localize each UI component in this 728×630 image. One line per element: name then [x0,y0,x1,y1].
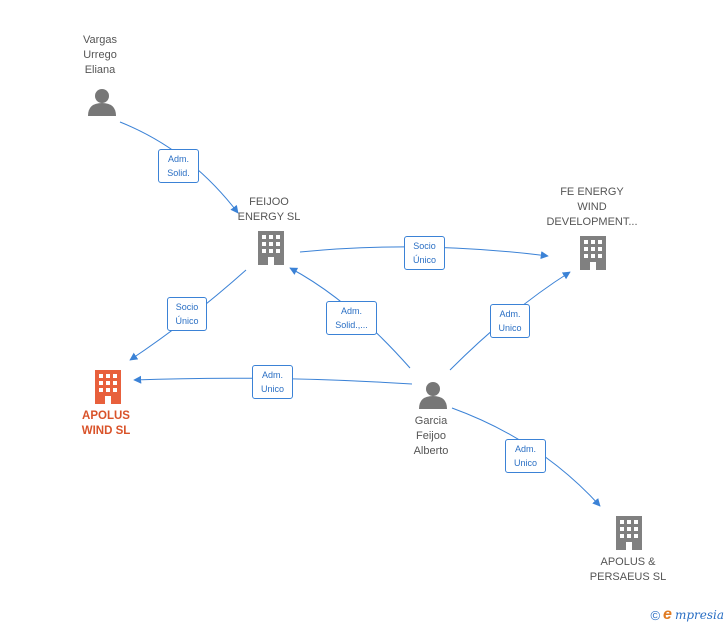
node-garcia[interactable]: Garcia Feijoo Alberto [371,414,491,459]
node-label-line: PERSAEUS SL [589,571,667,583]
node-label-line: WIND SL [81,425,131,437]
node-label-line: FEIJOO [249,196,289,208]
node-label-line: Alberto [413,445,449,457]
edge-label-line: Solid.,... [335,320,368,330]
node-label-line: APOLUS [82,410,130,422]
person-icon [419,382,447,409]
edge-label-line: Adm. [499,309,521,319]
edge-label-garcia-apolus[interactable]: Adm. Unico [252,365,293,399]
node-label-line: FE ENERGY [560,186,624,198]
node-vargas[interactable]: Vargas Urrego Eliana [40,33,160,78]
edge-label-line: Adm. [167,154,189,164]
edge-label-line: Socio [413,241,436,251]
edge-label-line: Adm. [261,370,283,380]
node-label-line: Eliana [84,64,116,76]
edge-label-feijoo-fe[interactable]: Socio Único [404,236,445,270]
edge-label-line: Único [412,255,436,265]
brand-logo-initial: e [663,606,672,623]
edge-label-garcia-feijoo[interactable]: Adm. Solid.,... [326,301,377,335]
building-icon [580,236,606,270]
node-fe-energy[interactable]: FE ENERGY WIND DEVELOPMENT... [532,185,652,230]
edge-label-line: Unico [498,323,522,333]
edge-label-line: Unico [513,458,537,468]
node-label-line: DEVELOPMENT... [546,216,638,228]
edge-label-line: Socio [175,302,199,312]
node-label-line: APOLUS & [600,556,656,568]
node-feijoo-energy[interactable]: FEIJOO ENERGY SL [209,195,329,225]
node-label-line: Vargas [82,34,118,46]
edge-label-vargas-feijoo[interactable]: Adm. Solid. [158,149,199,183]
node-apolus-persaeus[interactable]: APOLUS & PERSAEUS SL [568,555,688,585]
edge-label-line: Solid. [167,168,190,178]
copyright-icon: © [650,607,661,623]
person-icon [88,89,116,116]
edge-label-line: Adm. [514,444,536,454]
node-label-line: WIND [577,201,607,213]
edge-label-garcia-persaeus[interactable]: Adm. Unico [505,439,546,473]
edge-label-line: Unico [260,384,284,394]
node-label-line: Garcia [414,415,448,427]
node-label-line: ENERGY SL [237,211,301,223]
building-icon [258,231,284,265]
building-icon-main [95,370,121,404]
brand-logo-text: mpresia [674,608,724,622]
node-apolus-wind[interactable]: APOLUS WIND SL [46,409,166,439]
edge-label-line: Único [175,316,199,326]
edge-label-line: Adm. [340,306,362,316]
node-label-line: Feijoo [416,430,446,442]
building-icon [616,516,642,550]
node-label-line: Urrego [83,49,117,61]
edge-label-garcia-fe[interactable]: Adm. Unico [490,304,530,338]
edge-label-feijoo-apolus[interactable]: Socio Único [167,297,207,331]
